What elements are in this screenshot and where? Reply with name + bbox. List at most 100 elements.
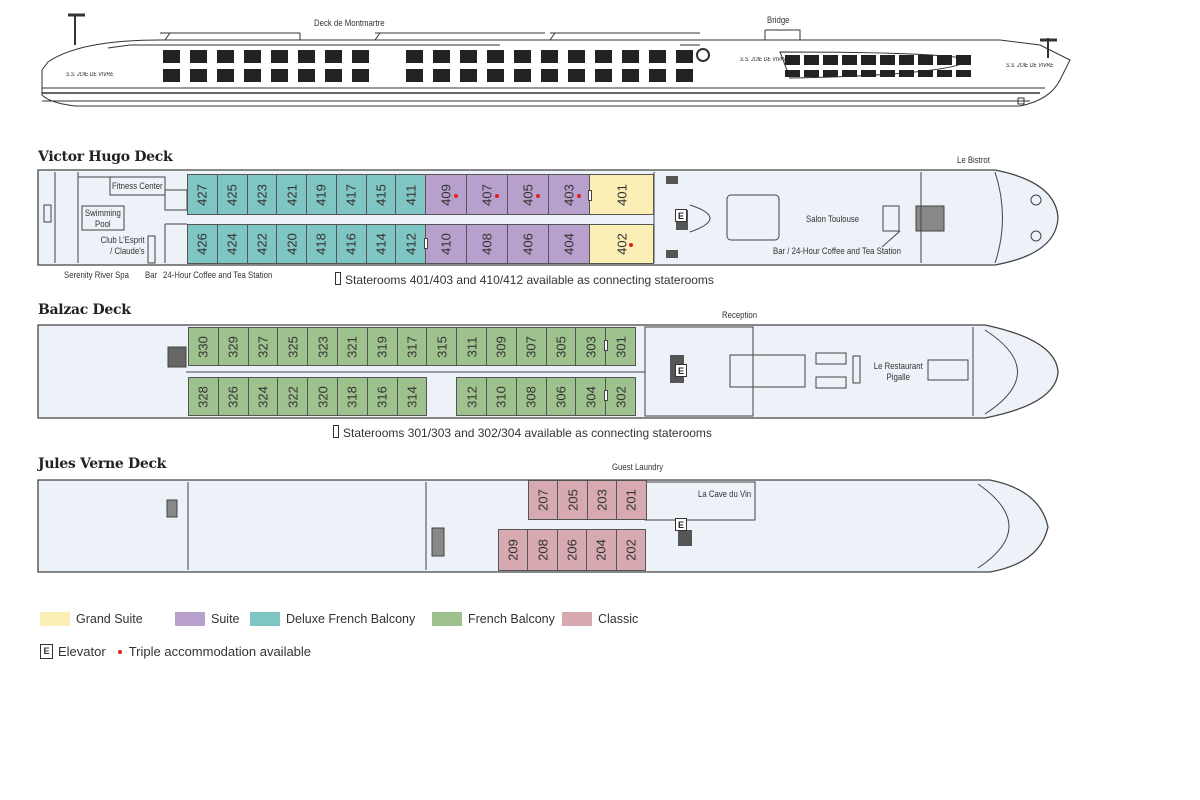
cabin-407[interactable]: 407 <box>466 174 508 215</box>
cabin-417[interactable]: 417 <box>335 174 367 215</box>
cabin-312[interactable]: 312 <box>456 377 487 416</box>
cabin-406[interactable]: 406 <box>507 224 549 264</box>
cabin-327[interactable]: 327 <box>247 327 279 366</box>
club-lesprit-label: Club L'Esprit / Claude's <box>100 235 145 257</box>
cabin-326[interactable]: 326 <box>217 377 249 416</box>
bridge-label: Bridge <box>767 15 790 26</box>
cabin-number: 205 <box>565 489 581 511</box>
cabin-322[interactable]: 322 <box>277 377 309 416</box>
cabin-311[interactable]: 311 <box>456 327 487 366</box>
cabin-number: 203 <box>594 489 610 511</box>
cabin-421[interactable]: 421 <box>276 174 307 215</box>
cabin-424[interactable]: 424 <box>216 224 248 264</box>
cabin-number: 325 <box>285 335 301 358</box>
cabin-423[interactable]: 423 <box>246 174 278 215</box>
cabin-403[interactable]: 403 <box>548 174 590 215</box>
cabin-207[interactable]: 207 <box>528 480 559 520</box>
cabin-420[interactable]: 420 <box>276 224 307 264</box>
cabin-315[interactable]: 315 <box>426 327 458 366</box>
ship-profile-drawing <box>41 13 1071 107</box>
cabin-number: 414 <box>373 233 389 255</box>
cabin-321[interactable]: 321 <box>337 327 368 366</box>
cabin-319[interactable]: 319 <box>366 327 398 366</box>
cabin-number: 314 <box>404 385 420 408</box>
cabin-412[interactable]: 412 <box>395 224 426 264</box>
connector-icon <box>333 425 339 438</box>
cabin-number: 303 <box>583 335 599 358</box>
legend-deluxe: Deluxe French Balcony <box>250 612 415 626</box>
cabin-314[interactable]: 314 <box>396 377 428 416</box>
legend-swatch <box>432 612 462 626</box>
cabin-330[interactable]: 330 <box>188 327 219 366</box>
legend-swatch <box>175 612 205 626</box>
cabin-202[interactable]: 202 <box>615 529 646 571</box>
cabin-304[interactable]: 304 <box>575 377 607 416</box>
cabin-number: 412 <box>403 233 419 255</box>
cabin-307[interactable]: 307 <box>515 327 547 366</box>
cabin-308[interactable]: 308 <box>515 377 547 416</box>
cabin-number: 204 <box>593 539 609 561</box>
cabin-number: 317 <box>404 335 420 358</box>
cabin-201[interactable]: 201 <box>616 480 647 520</box>
cabin-419[interactable]: 419 <box>306 174 337 215</box>
jules-verne-deck-title: Jules Verne Deck <box>38 456 167 472</box>
cabin-number: 411 <box>403 184 419 205</box>
cabin-325[interactable]: 325 <box>277 327 309 366</box>
cabin-324[interactable]: 324 <box>247 377 279 416</box>
cabin-number: 415 <box>373 183 389 206</box>
cabin-209[interactable]: 209 <box>498 529 529 571</box>
legend-swatch <box>250 612 280 626</box>
legend-label: Classic <box>598 612 639 626</box>
cabin-320[interactable]: 320 <box>307 377 338 416</box>
elevator-icon: E <box>675 364 687 377</box>
cabin-402[interactable]: 402 <box>589 224 654 264</box>
bar-coffee-station-label: Bar / 24-Hour Coffee and Tea Station <box>773 246 901 257</box>
cabin-number: 324 <box>255 385 271 408</box>
cabin-422[interactable]: 422 <box>246 224 278 264</box>
cabin-306[interactable]: 306 <box>545 377 577 416</box>
cabin-204[interactable]: 204 <box>586 529 617 571</box>
cabin-305[interactable]: 305 <box>545 327 577 366</box>
le-restaurant-pigalle-label: Le Restaurant Pigalle <box>873 361 923 383</box>
le-bistrot-label: Le Bistrot <box>957 155 990 166</box>
cabin-323[interactable]: 323 <box>307 327 338 366</box>
legend-triple-label: Triple accommodation available <box>128 644 312 659</box>
cabin-404[interactable]: 404 <box>548 224 590 264</box>
cabin-329[interactable]: 329 <box>217 327 249 366</box>
cabin-416[interactable]: 416 <box>335 224 367 264</box>
cabin-411[interactable]: 411 <box>395 174 426 215</box>
cabin-208[interactable]: 208 <box>527 529 558 571</box>
cabin-425[interactable]: 425 <box>216 174 248 215</box>
cabin-316[interactable]: 316 <box>366 377 398 416</box>
cabin-426[interactable]: 426 <box>187 224 218 264</box>
cabin-310[interactable]: 310 <box>486 377 517 416</box>
cabin-number: 407 <box>479 183 495 206</box>
cabin-number: 426 <box>194 233 210 255</box>
cabin-414[interactable]: 414 <box>365 224 397 264</box>
cabin-203[interactable]: 203 <box>586 480 618 520</box>
cabin-418[interactable]: 418 <box>306 224 337 264</box>
cabin-301[interactable]: 301 <box>605 327 636 366</box>
cabin-405[interactable]: 405 <box>507 174 549 215</box>
cabin-408[interactable]: 408 <box>466 224 508 264</box>
cabin-205[interactable]: 205 <box>557 480 588 520</box>
cabin-302[interactable]: 302 <box>605 377 636 416</box>
cabin-number: 409 <box>438 183 454 206</box>
cabin-317[interactable]: 317 <box>396 327 428 366</box>
cabin-303[interactable]: 303 <box>575 327 607 366</box>
cabin-410[interactable]: 410 <box>425 224 467 264</box>
cabin-318[interactable]: 318 <box>337 377 368 416</box>
legend-label: Suite <box>211 612 240 626</box>
cabin-number: 417 <box>343 183 359 206</box>
cabin-number: 304 <box>583 385 599 408</box>
cabin-401[interactable]: 401 <box>589 174 654 215</box>
cabin-309[interactable]: 309 <box>486 327 517 366</box>
cabin-415[interactable]: 415 <box>365 174 397 215</box>
cabin-427[interactable]: 427 <box>187 174 218 215</box>
cabin-number: 328 <box>195 385 211 408</box>
cabin-number: 327 <box>255 335 271 358</box>
cabin-206[interactable]: 206 <box>556 529 588 571</box>
cabin-328[interactable]: 328 <box>188 377 219 416</box>
cabin-409[interactable]: 409 <box>425 174 467 215</box>
cabin-number: 329 <box>225 335 241 358</box>
